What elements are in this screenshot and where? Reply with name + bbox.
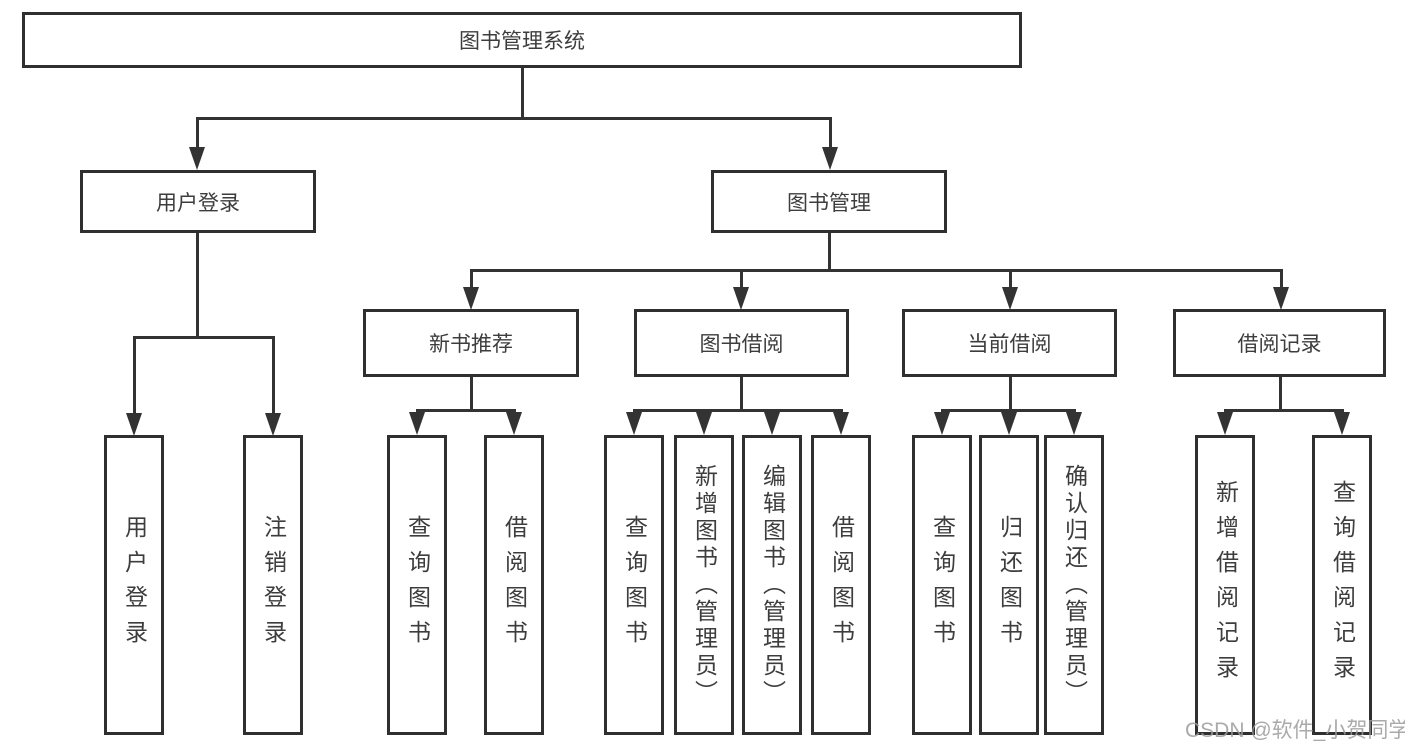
- node-user-login-label: 用户登录: [156, 191, 240, 215]
- arrowhead-to-bb-add-book: [696, 412, 712, 435]
- leaf-bb-query-book: 查询图书: [604, 435, 664, 735]
- connector-root-stem: [520, 68, 524, 118]
- arrowhead-to-book-borrow: [733, 287, 749, 310]
- connector-current-borrow-branch: [940, 408, 1076, 412]
- connector-borrow-record-branch: [1223, 408, 1344, 412]
- connector-book-borrow-stem: [739, 377, 743, 412]
- connector-new-book-rec-stem: [469, 377, 473, 412]
- arrowhead-to-br-add-record: [1217, 412, 1233, 435]
- leaf-br-query-record-label: 查询借阅记录: [1329, 480, 1356, 690]
- node-borrow-record-label: 借阅记录: [1237, 333, 1322, 356]
- connector-drop-new-book-rec: [469, 268, 473, 289]
- arrowhead-to-bb-query-book: [626, 412, 642, 435]
- leaf-bb-add-book-label: 新增图书（管理员）: [691, 463, 718, 707]
- node-new-book-rec: 新书推荐: [363, 309, 579, 377]
- arrowhead-to-cb-return-book: [1001, 412, 1017, 435]
- connector-book-borrow-branch: [632, 408, 843, 412]
- leaf-cb-query-book-label: 查询图书: [929, 515, 956, 655]
- connector-drop-logout: [271, 335, 275, 416]
- connector-drop-login: [132, 335, 136, 416]
- leaf-br-query-record: 查询借阅记录: [1312, 435, 1372, 735]
- leaf-logout: 注销登录: [243, 435, 303, 735]
- node-book-borrow-label: 图书借阅: [699, 333, 784, 356]
- arrowhead-to-cb-query-book: [934, 412, 950, 435]
- arrowhead-to-bb-edit-book: [764, 412, 780, 435]
- connector-drop-borrow-record: [1279, 268, 1283, 289]
- leaf-bb-edit-book: 编辑图书（管理员）: [742, 435, 802, 735]
- node-root: 图书管理系统: [22, 12, 1022, 68]
- arrowhead-to-book-mgmt: [822, 147, 838, 170]
- arrowhead-to-user-login: [189, 147, 205, 170]
- node-book-mgmt-label: 图书管理: [787, 191, 871, 215]
- leaf-cb-query-book: 查询图书: [912, 435, 972, 735]
- connector-new-book-rec-branch: [415, 408, 516, 412]
- leaf-bb-edit-book-label: 编辑图书（管理员）: [759, 463, 786, 707]
- node-current-borrow-label: 当前借阅: [967, 333, 1052, 356]
- arrowhead-to-rec-borrow-book: [506, 412, 522, 435]
- connector-drop-book-mgmt: [828, 116, 832, 149]
- leaf-cb-return-book: 归还图书: [979, 435, 1039, 735]
- node-book-borrow: 图书借阅: [634, 309, 849, 377]
- leaf-br-add-record-label: 新增借阅记录: [1212, 480, 1239, 690]
- connector-current-borrow-stem: [1008, 377, 1012, 412]
- leaf-bb-borrow-book: 借阅图书: [811, 435, 871, 735]
- connector-drop-book-borrow: [739, 268, 743, 289]
- node-book-mgmt: 图书管理: [711, 170, 947, 233]
- leaf-bb-query-book-label: 查询图书: [621, 515, 648, 655]
- node-root-label: 图书管理系统: [459, 30, 585, 53]
- leaf-rec-query-book: 查询图书: [387, 435, 447, 735]
- node-user-login: 用户登录: [80, 170, 316, 233]
- arrowhead-to-logout: [265, 413, 281, 436]
- leaf-rec-borrow-book: 借阅图书: [484, 435, 544, 735]
- connector-level1-branch: [195, 116, 832, 120]
- arrowhead-to-current-borrow: [1002, 287, 1018, 310]
- connector-drop-user-login: [195, 116, 199, 149]
- watermark: CSDN @软件_小贺同学: [1185, 719, 1405, 742]
- arrowhead-to-borrow-record: [1273, 287, 1289, 310]
- node-current-borrow: 当前借阅: [902, 309, 1117, 377]
- node-new-book-rec-label: 新书推荐: [429, 333, 513, 356]
- leaf-rec-borrow-book-label: 借阅图书: [501, 515, 528, 655]
- connector-user-login-stem: [195, 233, 199, 339]
- leaf-bb-borrow-book-label: 借阅图书: [828, 515, 855, 655]
- leaf-cb-return-book-label: 归还图书: [996, 515, 1023, 655]
- arrowhead-to-bb-borrow-book: [833, 412, 849, 435]
- arrowhead-to-br-query-record: [1334, 412, 1350, 435]
- node-borrow-record: 借阅记录: [1173, 309, 1386, 377]
- connector-borrow-record-stem: [1278, 377, 1282, 412]
- connector-drop-current-borrow: [1008, 268, 1012, 289]
- leaf-rec-query-book-label: 查询图书: [404, 515, 431, 655]
- arrowhead-to-login: [126, 413, 142, 436]
- arrowhead-to-new-book-rec: [463, 287, 479, 310]
- connector-level2-branch: [469, 268, 1283, 272]
- connector-book-mgmt-stem: [827, 233, 831, 272]
- leaf-br-add-record: 新增借阅记录: [1195, 435, 1255, 735]
- leaf-cb-confirm-label: 确认归还（管理员）: [1061, 463, 1088, 707]
- arrowhead-to-rec-query-book: [409, 412, 425, 435]
- leaf-cb-confirm: 确认归还（管理员）: [1044, 435, 1104, 735]
- leaf-login-label: 用户登录: [121, 515, 148, 655]
- leaf-login: 用户登录: [104, 435, 164, 735]
- connector-user-login-branch: [132, 335, 275, 339]
- arrowhead-to-cb-confirm: [1066, 412, 1082, 435]
- leaf-bb-add-book: 新增图书（管理员）: [674, 435, 734, 735]
- leaf-logout-label: 注销登录: [260, 515, 287, 655]
